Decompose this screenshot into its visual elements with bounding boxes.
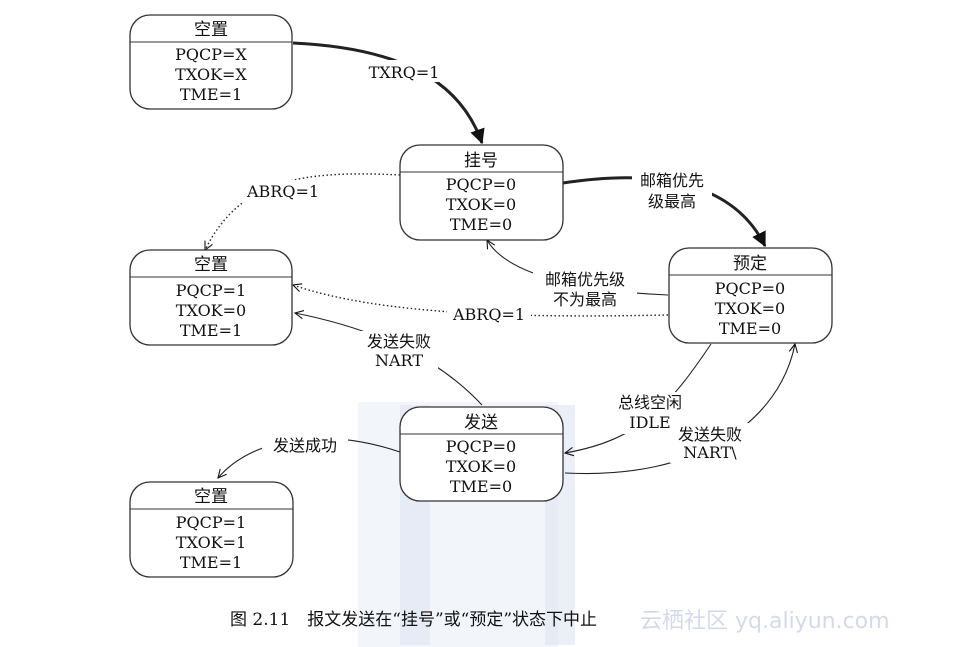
- state-idle-2: 空置 PQCP=1 TXOK=0 TME=1: [129, 249, 293, 346]
- state-line: TXOK=0: [446, 195, 516, 214]
- state-scheduled: 预定 PQCP=0 TXOK=0 TME=0: [668, 247, 833, 344]
- state-transmit: 发送 PQCP=0 TXOK=0 TME=0: [399, 406, 564, 502]
- state-title: 挂号: [464, 151, 498, 171]
- label-fail-retry-1: 发送失败: [678, 425, 742, 444]
- label-top-priority-2: 级最高: [648, 192, 696, 211]
- watermark-text: 云栖社区 yq.aliyun.com: [640, 609, 890, 634]
- state-line: TME=1: [180, 321, 242, 340]
- label-abrq-scheduled: ABRQ=1: [452, 305, 525, 324]
- state-line: TME=1: [180, 85, 242, 104]
- state-line: PQCP=0: [446, 437, 516, 456]
- state-line: TME=0: [719, 319, 781, 338]
- state-line: TME=0: [450, 477, 512, 496]
- label-txrq: TXRQ=1: [369, 63, 440, 82]
- state-line: TXOK=1: [176, 533, 246, 552]
- label-fail-retry-2: NART\: [683, 443, 737, 462]
- state-title: 预定: [733, 254, 767, 274]
- label-not-top-2: 不为最高: [553, 290, 617, 309]
- state-idle-3: 空置 PQCP=1 TXOK=1 TME=1: [129, 481, 294, 578]
- label-fail-nart-2: NART: [375, 351, 423, 370]
- state-line: TME=0: [450, 215, 512, 234]
- state-pending: 挂号 PQCP=0 TXOK=0 TME=0: [399, 144, 564, 241]
- label-success: 发送成功: [273, 436, 337, 455]
- label-fail-nart-1: 发送失败: [367, 332, 431, 351]
- state-line: TME=1: [180, 553, 242, 572]
- label-bus-idle-1: 总线空闲: [618, 393, 682, 412]
- state-title: 发送: [464, 413, 498, 433]
- state-line: TXOK=X: [175, 65, 247, 84]
- state-idle-1: 空置 PQCP=X TXOK=X TME=1: [129, 14, 293, 110]
- label-not-top-1: 邮箱优先级: [545, 270, 625, 289]
- label-bus-idle-2: IDLE: [629, 413, 670, 432]
- state-line: TXOK=0: [446, 457, 516, 476]
- label-abrq-pending: ABRQ=1: [246, 182, 319, 201]
- state-line: PQCP=1: [176, 281, 246, 300]
- state-line: PQCP=X: [175, 45, 247, 64]
- edge-abrq-pending: [204, 173, 401, 250]
- state-line: TXOK=0: [176, 301, 246, 320]
- state-line: PQCP=0: [446, 175, 516, 194]
- state-title: 空置: [194, 255, 228, 275]
- label-top-priority-1: 邮箱优先: [640, 171, 704, 190]
- edge-txrq: [292, 41, 485, 145]
- state-line: PQCP=1: [176, 513, 246, 532]
- state-line: TXOK=0: [715, 299, 785, 318]
- edge-labels: TXRQ=1 ABRQ=1 邮箱优先 级最高 邮箱优先级 不为最高 ABRQ=1…: [240, 60, 750, 463]
- state-title: 空置: [194, 20, 228, 40]
- state-title: 空置: [194, 487, 228, 507]
- state-line: PQCP=0: [715, 279, 785, 298]
- figure-caption: 图 2.11 报文发送在“挂号”或“预定”状态下中止: [230, 610, 597, 630]
